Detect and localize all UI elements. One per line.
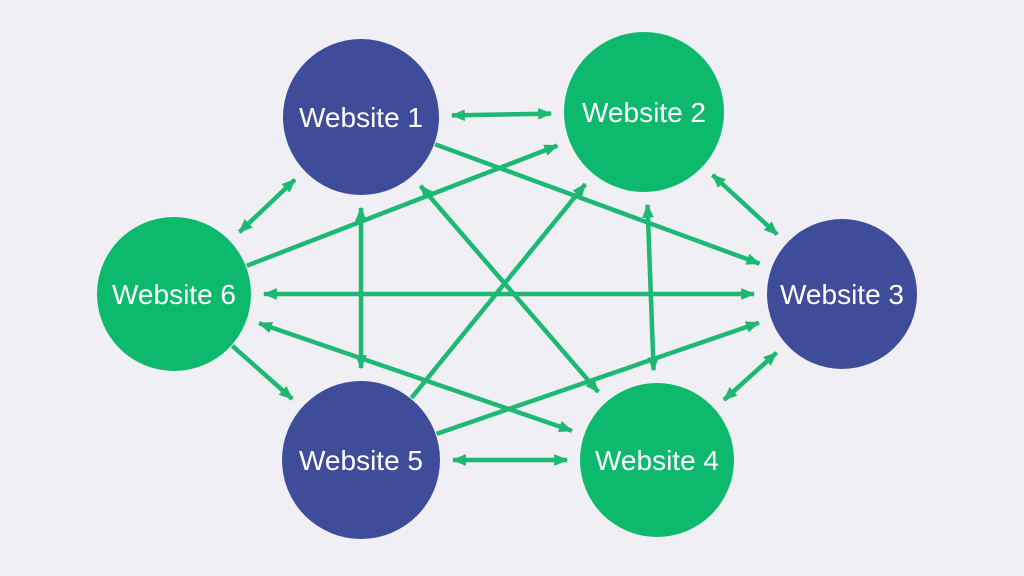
node-circle-website-4 [580, 383, 734, 537]
node-label-website-3: Website 3 [780, 279, 904, 310]
edge-website-5-website-2-arrow [409, 182, 588, 400]
edge-website-2-website-4-bidirectional [642, 203, 659, 372]
edges-layer [230, 108, 779, 466]
node-website-4: Website 4 [580, 383, 734, 537]
edge-website-6-website-5-arrow [230, 344, 294, 401]
node-website-5: Website 5 [282, 381, 440, 539]
node-label-website-4: Website 4 [595, 445, 719, 476]
nodes-layer: Website 1 Website 2 Website 3 Website 4 Webs… [97, 32, 917, 539]
node-website-3: Website 3 [767, 219, 917, 369]
edge-website-1-website-4-bidirectional [418, 184, 600, 394]
edge-website-4-website-6-bidirectional [257, 321, 574, 433]
node-website-2: Website 2 [564, 32, 724, 192]
node-website-1: Website 1 [283, 39, 439, 195]
edge-website-6-website-2-arrow [245, 143, 559, 268]
edge-website-1-website-2-bidirectional [450, 108, 553, 121]
node-circle-website-2 [564, 32, 724, 192]
node-label-website-5: Website 5 [299, 445, 423, 476]
node-label-website-2: Website 2 [582, 97, 706, 128]
node-label-website-1: Website 1 [299, 102, 423, 133]
edge-website-2-website-3-bidirectional [710, 173, 779, 237]
node-website-6: Website 6 [97, 217, 251, 371]
node-circle-website-3 [767, 219, 917, 369]
node-circle-website-1 [283, 39, 439, 195]
edge-website-6-website-1-bidirectional [237, 177, 297, 234]
edge-website-3-website-4-bidirectional [722, 351, 779, 402]
node-circle-website-6 [97, 217, 251, 371]
node-label-website-6: Website 6 [112, 279, 236, 310]
